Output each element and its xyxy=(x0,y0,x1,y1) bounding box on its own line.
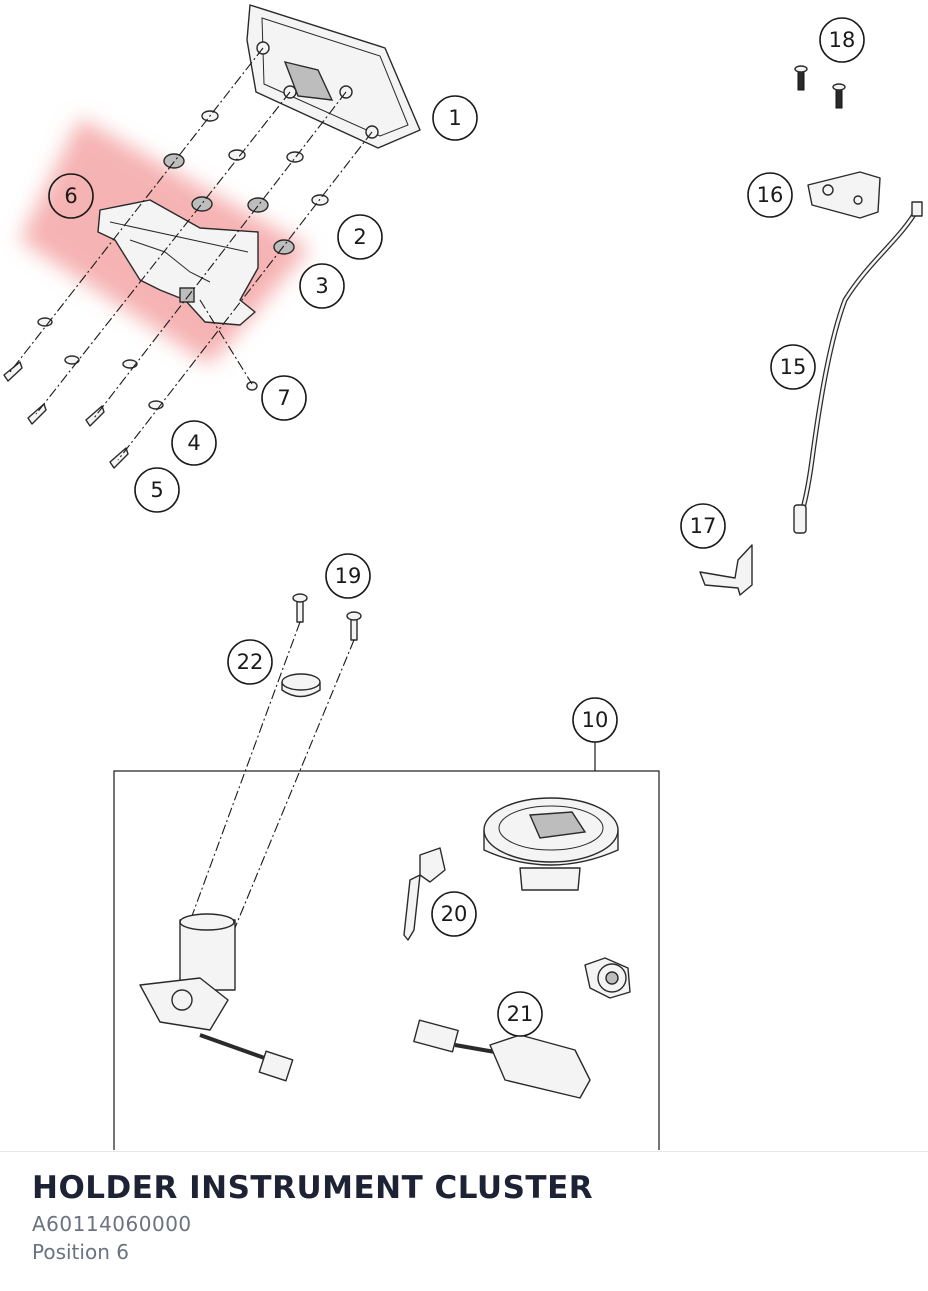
callout-19[interactable]: 19 xyxy=(325,553,371,599)
exploded-parts-diagram: 1 2 3 4 5 6 7 10 15 16 17 18 xyxy=(3,4,923,1150)
bracket-17 xyxy=(699,544,753,596)
part-title: HOLDER INSTRUMENT CLUSTER xyxy=(32,1170,594,1206)
holder-bracket xyxy=(97,199,259,326)
svg-text:21: 21 xyxy=(507,1002,534,1026)
svg-text:18: 18 xyxy=(829,28,856,52)
svg-text:15: 15 xyxy=(780,355,807,379)
callout-17[interactable]: 17 xyxy=(680,503,726,549)
svg-text:1: 1 xyxy=(448,106,461,130)
assembly-leader-lines xyxy=(9,47,373,461)
rubber-grommets xyxy=(163,153,295,255)
callout-22[interactable]: 22 xyxy=(227,639,273,685)
callout-5[interactable]: 5 xyxy=(134,467,180,513)
svg-text:6: 6 xyxy=(64,184,77,208)
callout-1[interactable]: 1 xyxy=(432,95,478,141)
callout-6[interactable]: 6 xyxy=(48,173,94,219)
svg-text:16: 16 xyxy=(757,183,784,207)
svg-text:10: 10 xyxy=(582,708,609,732)
callout-7[interactable]: 7 xyxy=(261,375,307,421)
callout-10[interactable]: 10 xyxy=(572,697,618,743)
ignition-lock-set-box xyxy=(113,770,660,1150)
callout-21[interactable]: 21 xyxy=(497,991,543,1037)
svg-text:19: 19 xyxy=(335,564,362,588)
callout-2[interactable]: 2 xyxy=(337,214,383,260)
svg-text:20: 20 xyxy=(441,902,468,926)
screws-18 xyxy=(794,65,846,109)
part-number: A60114060000 xyxy=(32,1212,192,1236)
part-position: Position 6 xyxy=(32,1240,129,1264)
svg-text:2: 2 xyxy=(353,225,366,249)
svg-text:17: 17 xyxy=(690,514,717,538)
callout-4[interactable]: 4 xyxy=(171,420,217,466)
svg-text:4: 4 xyxy=(187,431,200,455)
cable-harness-15 xyxy=(793,201,923,534)
callout-20[interactable]: 20 xyxy=(431,891,477,937)
callout-18[interactable]: 18 xyxy=(819,17,865,63)
part-info-footer: HOLDER INSTRUMENT CLUSTER A60114060000 P… xyxy=(0,1151,928,1291)
sensor-bracket-16 xyxy=(807,171,881,219)
svg-text:5: 5 xyxy=(150,478,163,502)
ring-22 xyxy=(281,673,321,698)
instrument-cluster xyxy=(246,4,421,149)
svg-text:3: 3 xyxy=(315,274,328,298)
ignition-key xyxy=(403,847,446,941)
fuel-cap-lock xyxy=(483,797,619,891)
callout-15[interactable]: 15 xyxy=(770,344,816,390)
ignition-lock xyxy=(139,621,355,1082)
transponder-cable xyxy=(413,1019,591,1099)
svg-text:22: 22 xyxy=(237,650,264,674)
seat-lock-cylinder xyxy=(584,957,631,999)
screws-19 xyxy=(292,593,362,641)
callout-16[interactable]: 16 xyxy=(747,172,793,218)
svg-text:7: 7 xyxy=(277,386,290,410)
spacer-bushings xyxy=(201,110,329,206)
callout-3[interactable]: 3 xyxy=(299,263,345,309)
